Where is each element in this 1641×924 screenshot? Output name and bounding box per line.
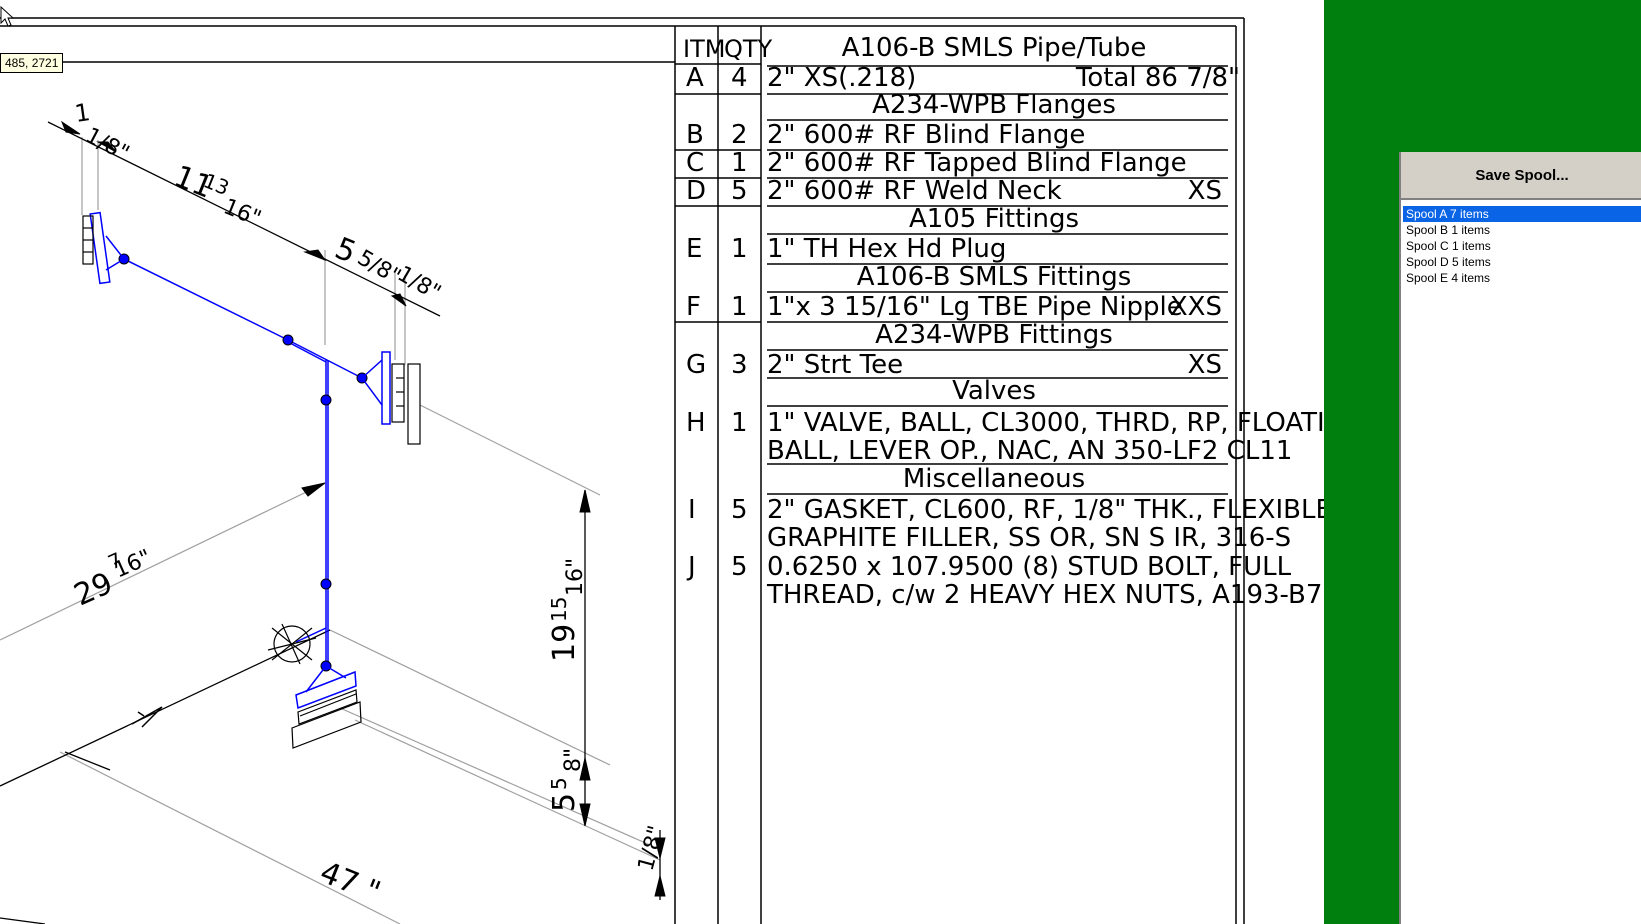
bom-table: ITM QTY A106-B SMLS Pipe/Tube A234-WPB F… [674,26,1388,924]
bom-qty: 4 [731,63,748,93]
bom-desc-2: GRAPHITE FILLER, SS OR, SN S IR, 316-S [767,523,1291,553]
bom-item: J [686,552,696,582]
spool-panel: Save Spool... Spool A 7 items Spool B 1 … [1399,152,1641,924]
bom-right: XS [1188,350,1222,380]
bom-desc: 2" 600# RF Tapped Blind Flange [767,148,1187,178]
dim-8-frac: 1/8" [634,823,670,873]
spool-list-item[interactable]: Spool D 5 items [1406,255,1491,269]
bom-item: C [686,148,704,178]
bom-desc: 1" TH Hex Hd Plug [767,234,1006,264]
bom-qty: 5 [731,495,748,525]
bom-right: XXS [1170,292,1222,322]
bom-section-title: A106-B SMLS Fittings [857,262,1132,292]
bom-item: F [686,292,701,322]
bom-item: E [686,234,702,264]
dimension-texts: 1 1/8" 11 13 16" 5 5/8" 1/8" 29 7 16" 19… [69,98,670,910]
flange-right [361,351,391,425]
blind-flange-left [89,211,125,285]
bom-desc: 2" XS(.218) [767,63,916,93]
bom-col-item: ITM [683,35,725,63]
dim-6-num: 15 [547,597,571,622]
bom-section-title: A234-WPB Flanges [872,90,1116,120]
dimension-lines [0,137,661,924]
pipe-run [123,258,363,668]
spool-list-item[interactable]: Spool C 1 items [1406,239,1491,253]
dim-1-whole: 1 [73,98,92,128]
flange-bottom [295,665,357,710]
bom-qty: 5 [731,552,748,582]
bom-grid [674,26,762,924]
bom-qty: 1 [731,234,748,264]
bom-section-title: A234-WPB Fittings [875,320,1113,350]
bom-qty: 1 [731,148,748,178]
blind-flange-left-outline [82,215,94,265]
spool-list-item[interactable]: Spool A 7 items [1403,206,1641,222]
bom-section-title: Valves [952,376,1036,406]
dim-9: 47 " [315,855,385,910]
bom-desc: 1"x 3 15/16" Lg TBE Pipe Nipple [767,292,1183,322]
bom-qty: 1 [731,408,748,438]
bom-desc-2: THREAD, c/w 2 HEAVY HEX NUTS, A193-B7M /… [766,580,1388,610]
arrow-cursor-icon [0,6,15,27]
spool-list[interactable]: Spool A 7 items Spool B 1 items Spool C … [1403,206,1641,286]
bom-item: H [686,408,706,438]
flange-bottom-outline [291,689,362,749]
bom-item: D [686,176,706,206]
dim-7-den: 8" [561,748,586,772]
bom-qty: 3 [731,350,748,380]
bom-item: B [686,120,704,150]
bom-rules [767,65,1228,495]
dim-7-whole: 5 [547,793,582,812]
flange-right-outline [391,363,421,445]
bom-right: XS [1188,176,1222,206]
bom-desc: 1" VALVE, BALL, CL3000, THRD, RP, FLOATI… [767,408,1364,438]
bom-qty: 1 [731,292,748,322]
dim-6-whole: 19 [547,624,582,662]
bom-section-title: A105 Fittings [909,204,1079,234]
spool-list-item[interactable]: Spool B 1 items [1406,223,1491,237]
bom-desc: 2" 600# RF Blind Flange [767,120,1085,150]
spool-list-item[interactable]: Spool E 4 items [1406,271,1491,285]
save-spool-button[interactable]: Save Spool... [1401,152,1641,200]
coordinate-readout: 485, 2721 [0,53,64,73]
bom-desc: 2" Strt Tee [767,350,903,380]
bom-desc: 2" GASKET, CL600, RF, 1/8" THK., FLEXIBL… [767,495,1332,525]
dim-5-whole: 29 [69,566,118,614]
valve-icon [267,623,317,665]
dimension-arrowheads [60,120,666,897]
bom-item: G [686,350,706,380]
bom-qty: 2 [731,120,748,150]
dim-6-den: 16" [563,558,588,596]
bom-item: I [688,495,696,525]
drawing-frame [0,17,1245,924]
bom-section-title: Miscellaneous [903,464,1085,494]
bom-item: A [686,63,704,93]
pipe-welds [118,253,368,672]
bom-section-title: A106-B SMLS Pipe/Tube [842,33,1147,63]
dim-7-num: 5 [547,777,571,790]
bom-right: Total 86 7/8" [1075,63,1240,93]
bom-desc: 0.6250 x 107.9500 (8) STUD BOLT, FULL [767,552,1292,582]
bom-desc-2: BALL, LEVER OP., NAC, AN 350-LF2 CL11 [767,436,1292,466]
flow-arrow-icon [131,706,163,728]
bom-col-qty: QTY [724,35,773,63]
bom-qty: 5 [731,176,748,206]
bom-desc: 2" 600# RF Weld Neck [767,176,1062,206]
